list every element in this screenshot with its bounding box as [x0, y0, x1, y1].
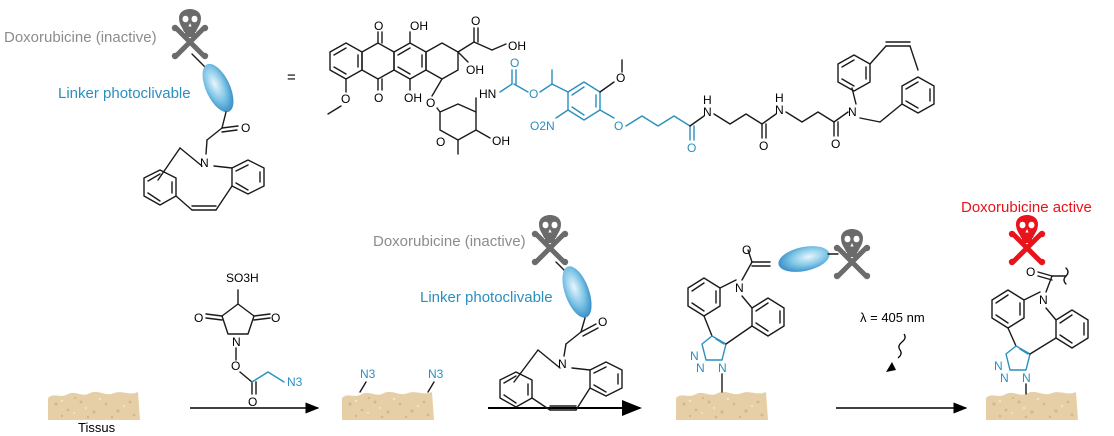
triazole-n1: N — [690, 349, 699, 363]
tissue-label: Tissus — [78, 420, 116, 435]
top-dbco-ring — [143, 147, 265, 211]
light-label: λ = 405 nm — [860, 310, 925, 325]
carbamate-hn: HN — [479, 87, 496, 101]
methoxy2-o: O — [616, 71, 625, 85]
top-carbonyl-o: O — [241, 121, 250, 135]
mid-drug-label: Doxorubicine (inactive) — [373, 233, 526, 250]
light-wavy-arrow — [897, 333, 906, 359]
sugar-o: O — [436, 135, 445, 149]
oh-top-left: OH — [410, 19, 428, 33]
carbamate-o: O — [529, 87, 538, 101]
final-co: O — [1026, 265, 1035, 279]
final-triazole-n1: N — [994, 359, 1003, 373]
nhs-n: N — [232, 335, 241, 349]
top-dbco-n: N — [200, 156, 209, 170]
mid-dbco-n: N — [558, 357, 567, 371]
glycoside-o: O — [426, 96, 435, 110]
nhs-o-left: O — [194, 311, 203, 325]
cleaved-conjugate: N O N N N — [991, 265, 1089, 395]
top-linker-label: Linker photoclivable — [58, 85, 191, 102]
oh-tertiary: OH — [466, 63, 484, 77]
final-triazole-n2: N — [1000, 371, 1009, 385]
oh-bottom-left: OH — [404, 91, 422, 105]
oh-sugar: OH — [492, 134, 510, 148]
carbamate-o-top: O — [510, 56, 519, 70]
azide-right: N3 — [428, 367, 444, 381]
doxorubicin-structure: O O OH OH O OH OH O O O HN — [327, 14, 935, 155]
amide1-o: O — [687, 141, 696, 155]
mid-skull-icon — [532, 215, 568, 265]
active-skull-icon — [1009, 215, 1045, 265]
tissue-stage2 — [342, 391, 434, 420]
dbco-top-n: N — [848, 105, 857, 119]
methoxy-o: O — [341, 92, 350, 106]
conj-n: N — [735, 281, 744, 295]
ester-co: O — [248, 395, 257, 409]
tissue-stage4 — [986, 391, 1078, 420]
active-label: Doxorubicine active — [961, 199, 1092, 216]
conj-skull-icon — [834, 229, 870, 279]
nhs-reagent: O O N SO3H O O N3 — [194, 271, 303, 409]
azide-reagent: N3 — [287, 375, 303, 389]
ester-o: O — [231, 359, 240, 373]
amide1-h: H — [703, 93, 712, 107]
equals-sign: = — [287, 69, 296, 86]
mid-linker-ellipse — [562, 266, 592, 318]
sulfo-group: SO3H — [226, 271, 259, 285]
triazole-n3: N — [718, 361, 727, 375]
amide2-h: H — [775, 91, 784, 105]
quinone-o-bottom: O — [374, 91, 383, 105]
ether-o: O — [614, 119, 623, 133]
conj-co: O — [742, 243, 751, 257]
final-n: N — [1039, 293, 1048, 307]
amide2-n: N — [775, 103, 784, 117]
amide3-o: O — [831, 137, 840, 151]
tissue-stage1 — [48, 391, 140, 420]
quinone-o-top: O — [374, 19, 383, 33]
top-drug-label: Doxorubicine (inactive) — [4, 29, 157, 46]
amide2-o: O — [759, 139, 768, 153]
mid-linker-label: Linker photoclivable — [420, 289, 553, 306]
nhs-o-right: O — [271, 311, 280, 325]
top-linker-ellipse — [202, 63, 234, 113]
nitro-group: O2N — [530, 119, 555, 133]
amide1-n: N — [703, 105, 712, 119]
conj-linker-ellipse — [778, 246, 830, 272]
triazole-conjugate: N O N N N — [687, 243, 785, 393]
tissue-stage3 — [676, 391, 768, 420]
mid-carbonyl-o: O — [598, 315, 607, 329]
ketone-o: O — [471, 14, 480, 28]
mid-dbco-ring — [499, 349, 623, 411]
final-triazole-n3: N — [1022, 371, 1031, 385]
triazole-n2: N — [696, 361, 705, 375]
oh-chain: OH — [508, 39, 526, 53]
top-skull-icon — [172, 9, 208, 59]
azide-left: N3 — [360, 367, 376, 381]
